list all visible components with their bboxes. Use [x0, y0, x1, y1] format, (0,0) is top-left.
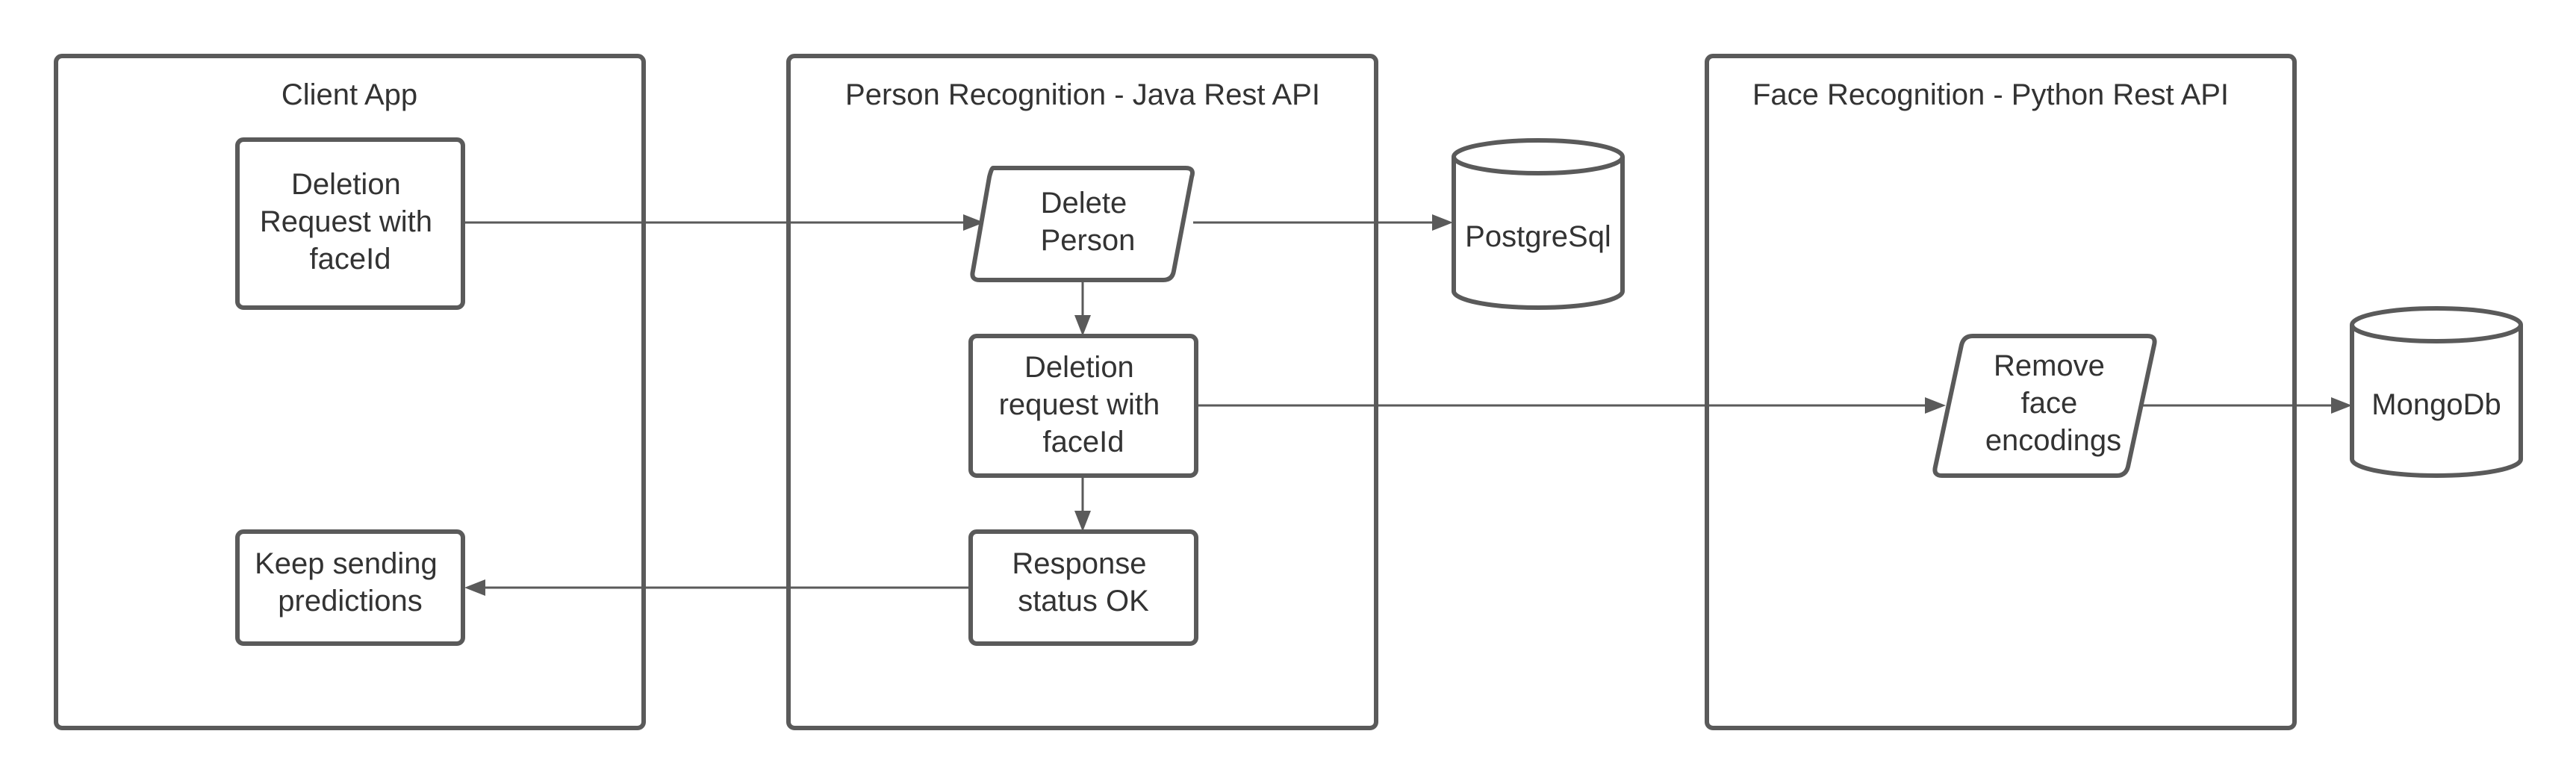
edge-delete-person-to-java-request: [1074, 281, 1091, 336]
keep-sending-node: Keep sending predictions: [235, 529, 465, 646]
node-label-line: request with: [999, 388, 1160, 421]
java-api-title: Person Recognition - Java Rest API: [845, 78, 1320, 111]
deletion-request-client-node: Deletion Request with faceId: [235, 137, 465, 310]
remove-encodings-node: Remove face encodings: [1932, 334, 2157, 478]
python-api-title: Face Recognition - Python Rest API: [1752, 78, 2229, 111]
svg-text:Deletion request with: Deletion request with faceId: [999, 351, 1169, 458]
node-label-line: face: [2021, 387, 2078, 420]
node-label-line: Response: [1012, 547, 1146, 580]
edge-client-request-to-delete-person: [464, 214, 984, 231]
postgresql-label: PostgreSql: [1465, 220, 1611, 253]
edge-java-request-to-remove-encodings: [1196, 397, 1946, 414]
client-app-container: Client App: [54, 54, 646, 730]
edge-response-ok-to-keep-sending: [464, 579, 971, 596]
mongodb-label: MongoDb: [2371, 388, 2501, 421]
node-label-line: encodings: [1985, 424, 2121, 457]
response-ok-node: Response status OK: [968, 529, 1198, 646]
svg-text:Keep sending predictions: Keep sending predictions: [255, 547, 446, 617]
edge-remove-encodings-to-mongodb: [2140, 397, 2352, 414]
edge-java-request-to-response-ok: [1074, 476, 1091, 532]
node-label-line: predictions: [278, 585, 422, 617]
node-label-line: Person: [1041, 224, 1136, 257]
postgresql-database-icon: PostgreSql: [1452, 138, 1625, 310]
node-label-line: Deletion: [1024, 351, 1134, 384]
node-label-line: faceId: [310, 243, 391, 276]
edge-delete-person-to-postgresql: [1193, 214, 1453, 231]
svg-text:Delete Person: Delete Person: [1041, 187, 1136, 257]
mongodb-database-icon: MongoDb: [2350, 306, 2523, 478]
node-label-line: Keep sending: [255, 547, 438, 580]
node-label-line: faceId: [1043, 426, 1124, 458]
node-label-line: Deletion: [291, 168, 401, 201]
node-label-line: Remove: [1994, 349, 2105, 382]
node-label-line: Request with: [260, 205, 432, 238]
node-label-line: status OK: [1018, 585, 1149, 617]
deletion-request-java-node: Deletion request with faceId: [968, 334, 1198, 478]
svg-text:Remove face encodi: Remove face encodings: [1985, 349, 2121, 457]
client-app-title: Client App: [281, 78, 417, 111]
edges: [464, 214, 2352, 596]
delete-person-node: Delete Person: [970, 166, 1195, 282]
svg-text:Response status OK: Response status OK: [1012, 547, 1154, 617]
svg-text:Deletion Request with: Deletion Request with faceId: [260, 168, 441, 276]
node-label-line: Delete: [1041, 187, 1127, 220]
